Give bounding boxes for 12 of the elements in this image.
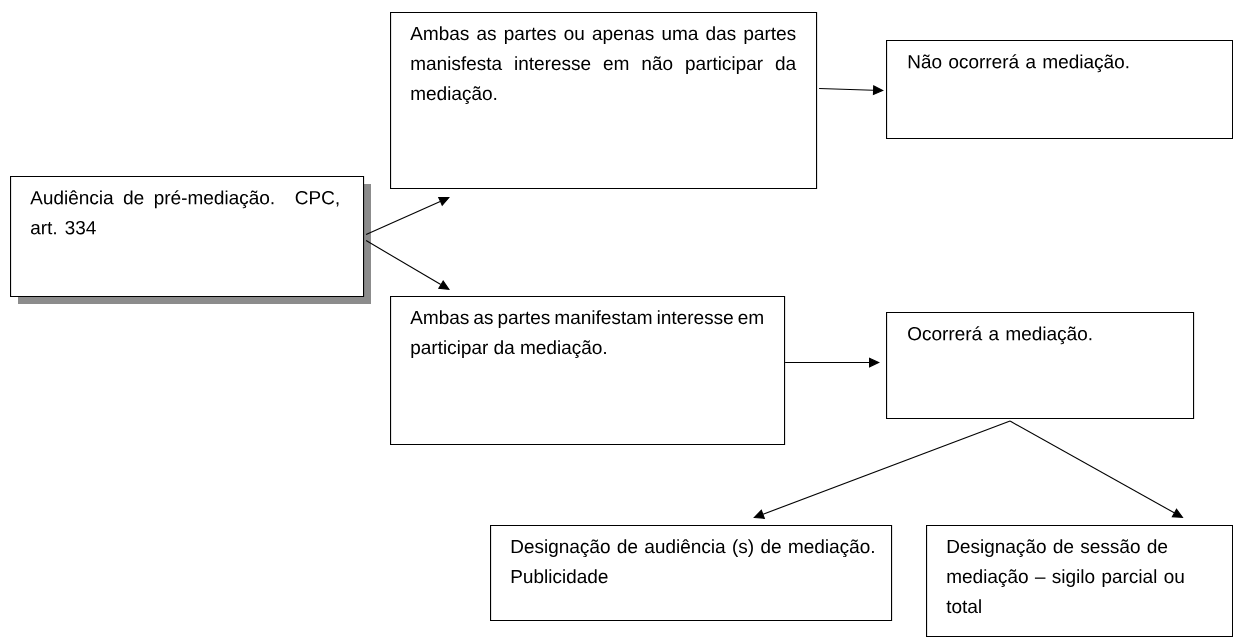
process-box: Designação de audiência (s) de mediação. Publicidade — [490, 525, 893, 622]
arrow — [753, 420, 1011, 519]
arrow — [818, 85, 884, 96]
shadowed-box: Audiência de pré-mediação. CPC, art. 334 — [10, 176, 371, 304]
process-box: Designação de sessão de mediação – sigilo parcial ou total — [926, 525, 1233, 637]
process-box: Ambas as partes manifestam interesse em participar da mediação. — [390, 296, 786, 446]
process-box: Não ocorrerá a mediação. — [886, 40, 1233, 140]
process-box: Ocorrerá a mediação. — [886, 312, 1195, 420]
process-box: Ambas as partes ou apenas uma das partes manisfesta interesse em não participar da mediação. — [390, 12, 818, 190]
arrow — [365, 196, 450, 236]
arrow — [365, 240, 450, 290]
arrow — [784, 357, 880, 368]
